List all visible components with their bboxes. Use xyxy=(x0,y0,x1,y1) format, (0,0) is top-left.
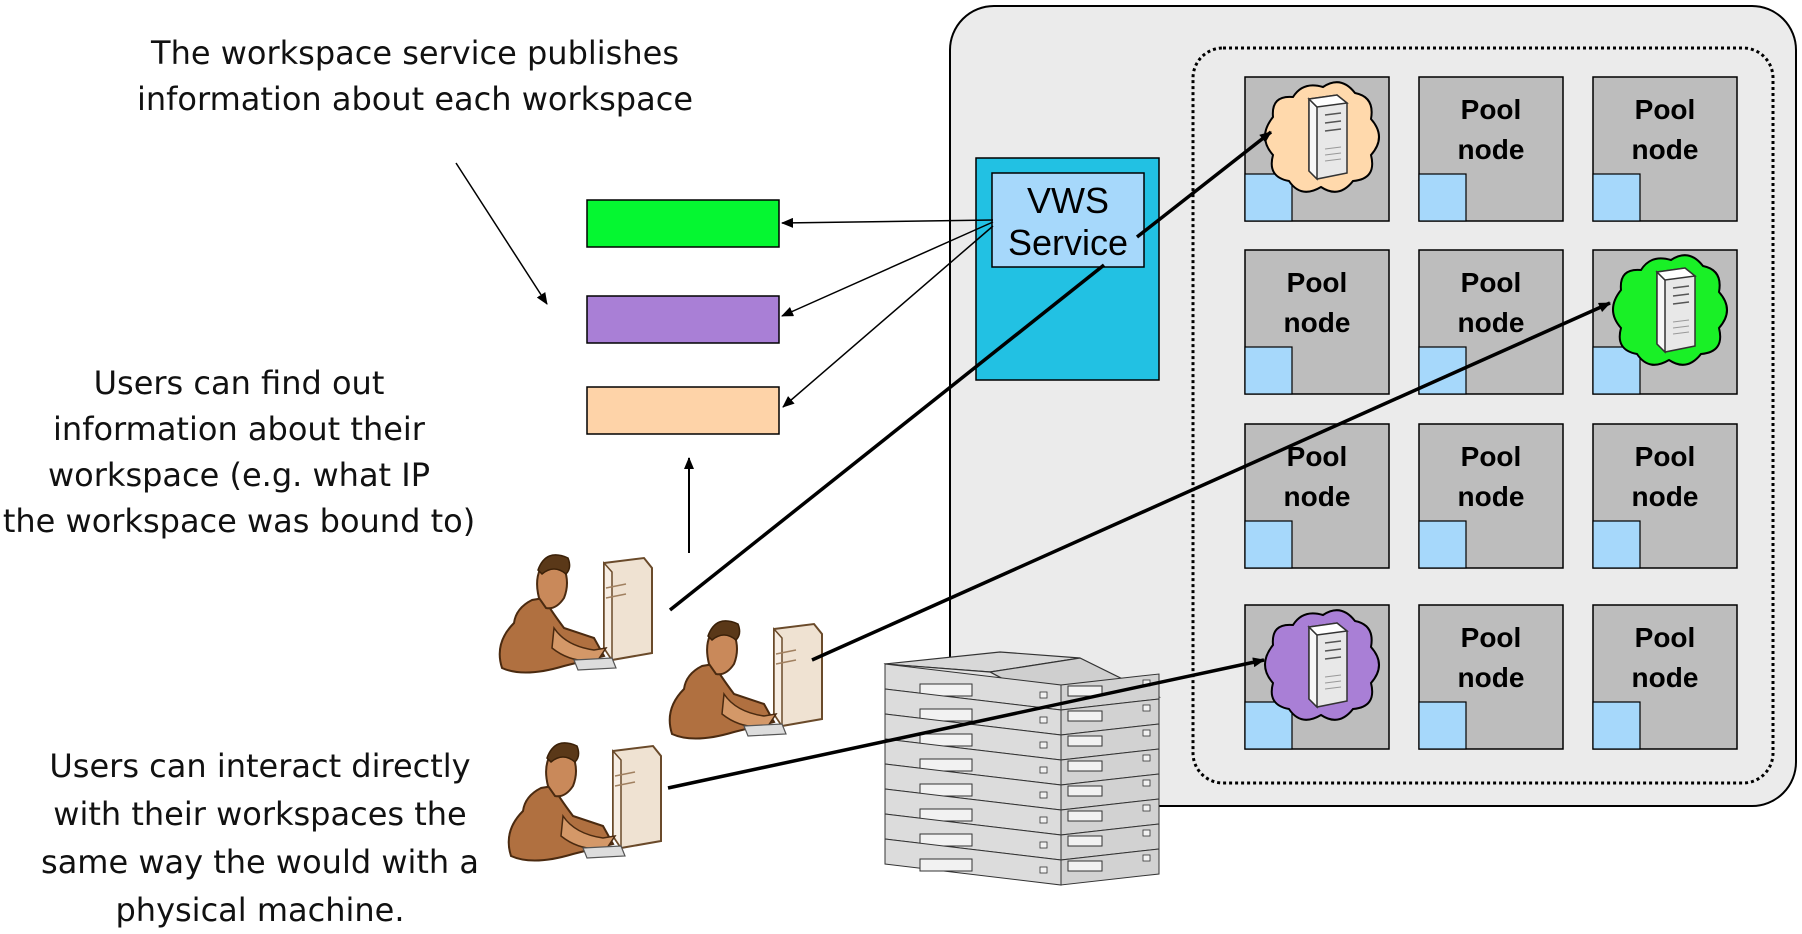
info-boxes xyxy=(586,199,780,435)
pool-node-label: Pool xyxy=(1461,267,1522,298)
node-chip xyxy=(1418,520,1467,569)
workspace-info-green xyxy=(586,199,780,248)
workspace-cloud-icon xyxy=(1264,81,1380,193)
pool-node-label: node xyxy=(1458,307,1525,338)
vws-service-label-box xyxy=(991,172,1145,268)
pool-node: Pool node xyxy=(1418,604,1564,750)
vws-service-label-line1: VWS xyxy=(1027,180,1109,221)
user2-to-vm-green-arrow xyxy=(811,301,1611,662)
pool-node-label: node xyxy=(1284,307,1351,338)
node-chip xyxy=(1244,520,1293,569)
node-chip xyxy=(1592,520,1641,569)
server-icon xyxy=(1656,267,1696,353)
caption-find-line: the workspace was bound to) xyxy=(2,502,476,540)
publish-caption-arrow xyxy=(455,162,548,305)
vm-pool-node xyxy=(1592,249,1738,395)
caption-find: Users can find out information about the… xyxy=(0,360,478,544)
pool-node-label: node xyxy=(1458,662,1525,693)
node-chip xyxy=(1244,701,1293,750)
server-icon xyxy=(1308,94,1348,180)
node-chip xyxy=(1244,346,1293,395)
vm-pool-node xyxy=(1244,76,1390,222)
workspace-cloud-icon xyxy=(1264,609,1380,721)
pool-node-label: node xyxy=(1632,662,1699,693)
caption-interact-line: Users can interact directly xyxy=(49,747,471,785)
pool-node: Pool node xyxy=(1244,249,1390,395)
node-chip xyxy=(1418,701,1467,750)
pool-node-label: Pool xyxy=(1635,622,1696,653)
pool-node: Pool node xyxy=(1592,76,1738,222)
caption-find-line: workspace (e.g. what IP xyxy=(48,456,430,494)
caption-find-line: information about their xyxy=(53,410,425,448)
workspace-info-purple xyxy=(586,295,780,344)
pool-node-label: node xyxy=(1632,481,1699,512)
user-workstation-icon xyxy=(507,741,662,862)
node-chip xyxy=(1592,346,1641,395)
user1-to-service-line xyxy=(668,263,1106,612)
pool-node-label: Pool xyxy=(1461,441,1522,472)
pool-node-label: Pool xyxy=(1287,441,1348,472)
node-chip xyxy=(1418,173,1467,222)
service-to-green-arrow xyxy=(781,217,994,228)
vm-pool-node xyxy=(1244,604,1390,750)
server-icon xyxy=(1308,622,1348,708)
vws-service-label-line2: Service xyxy=(1008,222,1128,263)
pool-node-label: node xyxy=(1284,481,1351,512)
pool-node: Pool node xyxy=(1418,76,1564,222)
node-chip xyxy=(1592,173,1641,222)
pool-grid: PoolnodePoolnodePoolnodePoolnodePoolnode… xyxy=(1244,76,1738,750)
service-to-purple-arrow xyxy=(781,221,994,317)
node-chip xyxy=(1592,701,1641,750)
caption-publish: The workspace service publishes informat… xyxy=(30,30,800,122)
user3-to-vm-purple-arrow xyxy=(667,657,1265,790)
caption-interact-line: with their workspaces the xyxy=(53,795,467,833)
server-rack-icon xyxy=(883,651,1162,886)
pool-node: Pool node xyxy=(1592,423,1738,569)
service-to-peach-arrow xyxy=(782,225,994,408)
caption-interact: Users can interact directly with their w… xyxy=(30,742,490,934)
pool-node: Pool node xyxy=(1244,423,1390,569)
user-workstation-icon xyxy=(668,619,823,740)
workspace-cloud-icon xyxy=(1612,254,1728,366)
pool-node-label: node xyxy=(1458,481,1525,512)
caption-find-line: Users can find out xyxy=(93,364,385,402)
caption-publish-line: information about each workspace xyxy=(136,80,693,118)
pool-node: Pool node xyxy=(1592,604,1738,750)
workspace-info-peach xyxy=(586,386,780,435)
pool-boundary xyxy=(1191,46,1775,785)
pool-node-box xyxy=(1244,423,1390,569)
pool-node-label: Pool xyxy=(1287,267,1348,298)
pool-node-label: Pool xyxy=(1635,441,1696,472)
pool-node-label: Pool xyxy=(1461,94,1522,125)
site-boundary xyxy=(949,5,1797,807)
pool-node-label: node xyxy=(1458,134,1525,165)
service-to-vm-orange-arrow xyxy=(1135,130,1273,239)
pool-node: Pool node xyxy=(1418,249,1564,395)
pool-node-label: Pool xyxy=(1635,94,1696,125)
pool-node-label: node xyxy=(1632,134,1699,165)
arrows xyxy=(455,130,1611,790)
node-chip xyxy=(1244,173,1293,222)
caption-publish-line: The workspace service publishes xyxy=(151,34,679,72)
pool-node-label: Pool xyxy=(1461,622,1522,653)
caption-interact-line: physical machine. xyxy=(115,891,405,929)
caption-interact-line: same way the would with a xyxy=(41,843,479,881)
pool-node: Pool node xyxy=(1418,423,1564,569)
user-workstation-icon xyxy=(498,553,653,674)
